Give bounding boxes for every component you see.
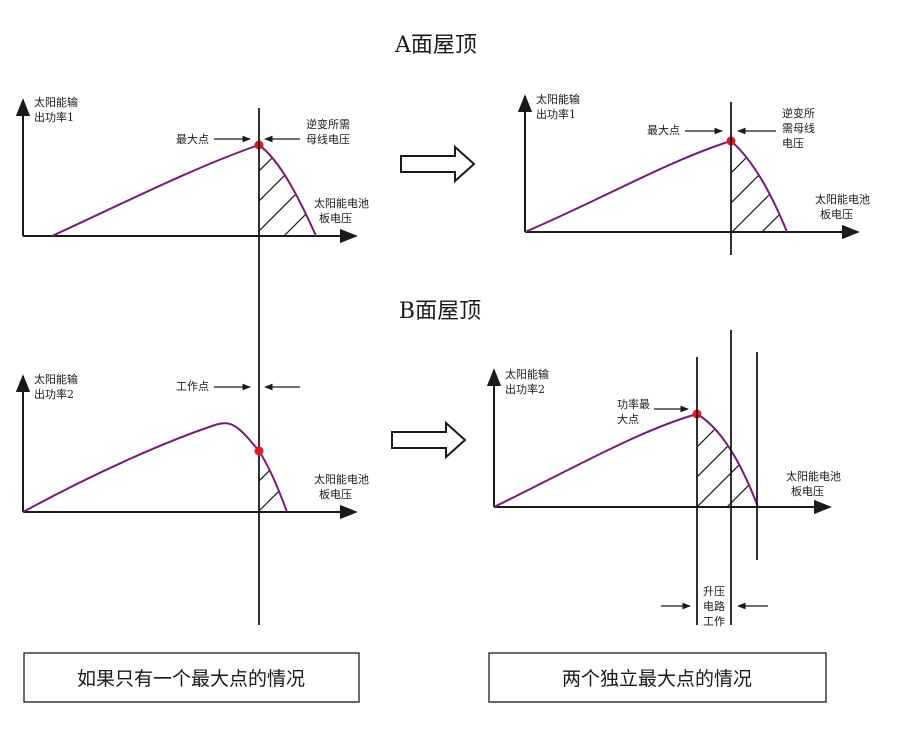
power-curve [524,139,788,233]
power-curve [22,422,288,513]
hatched-region [259,451,287,512]
boost-label-line2: 电路 [703,600,725,613]
transition-arrow-bottom [391,420,467,460]
x-axis-label-line1: 太阳能电池 [815,192,870,206]
boost-label-line1: 升压 [703,585,725,598]
caption-box-left [23,652,360,703]
inverter-label-line2: 需母线 [782,121,815,135]
max-point-label: 最大点 [176,132,209,146]
caption-box-right [488,652,827,703]
boost-label-line3: 工作 [703,615,725,628]
x-axis-label-line2: 板电压 [791,484,824,498]
y-axis-label-line1: 太阳能输 [536,92,580,106]
roof-b-header: B面屋顶 [399,299,481,324]
x-axis-label-line1: 太阳能电池 [314,196,369,210]
roof-a-header: A面屋顶 [394,33,477,58]
transition-arrow-top [400,144,476,184]
power-max-label-line2: 大点 [617,412,639,426]
power-curve [51,143,317,237]
panel-b-dual: 太阳能输 出功率2 功率最 大点 太阳能电池 板电压 升压 电路 工作 [486,330,841,628]
panel-b-single: 太阳能输 出功率2 工作点 太阳能电池 板电压 [15,372,369,520]
caption-left: 如果只有一个最大点的情况 [77,668,305,690]
y-axis-label-line1: 太阳能输 [505,367,549,381]
hatched-region [697,414,758,507]
inverter-label-line2: 母线电压 [306,132,350,146]
y-axis-label-line1: 太阳能输 [34,95,78,109]
y-axis-label-line2: 出功率1 [34,110,74,124]
power-curve [493,412,759,508]
y-axis-label-line1: 太阳能输 [34,372,78,386]
y-axis-label-line2: 出功率1 [536,107,576,121]
inverter-label-line1: 逆变所需 [306,117,350,131]
working-point-dot [254,446,264,456]
x-axis-label-line1: 太阳能电池 [314,472,369,486]
x-axis-label-line2: 板电压 [319,211,352,225]
x-axis-label-line2: 板电压 [319,487,352,501]
x-axis-label-line1: 太阳能电池 [786,469,841,483]
inverter-label-line3: 电压 [782,137,804,150]
x-axis-label-line2: 板电压 [820,207,853,221]
power-max-label-line1: 功率最 [617,397,650,411]
y-axis-label-line2: 出功率2 [34,387,74,401]
panel-a-dual: 太阳能输 出功率1 最大点 逆变所 需母线 电压 太阳能电池 板电压 [517,92,870,255]
caption-right: 两个独立最大点的情况 [562,668,752,690]
max-point-label: 最大点 [647,123,680,137]
inverter-label-line1: 逆变所 [782,106,815,120]
y-axis-label-line2: 出功率2 [505,382,545,396]
panel-a-single: 太阳能输 出功率1 最大点 逆变所需 母线电压 太阳能电池 板电压 [15,95,369,244]
working-point-label: 工作点 [176,380,209,393]
